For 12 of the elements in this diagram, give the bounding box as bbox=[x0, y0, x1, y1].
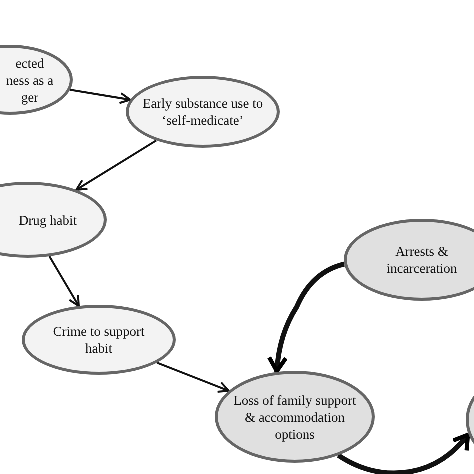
node-label: Early substance use to ‘self-medicate’ bbox=[142, 95, 264, 129]
arrow bbox=[48, 256, 80, 308]
node-label: Loss of family support & accommodation options bbox=[233, 392, 357, 442]
arrow bbox=[70, 89, 132, 104]
thick-arrow bbox=[337, 432, 471, 474]
arrow bbox=[76, 140, 158, 192]
thick-arrow bbox=[268, 262, 346, 374]
node-label: Crime to support habit bbox=[52, 323, 146, 357]
node-label: Drug habit bbox=[18, 212, 78, 228]
arrow bbox=[156, 362, 230, 394]
node-label: ected ness as a ger bbox=[5, 54, 55, 106]
node-label: Arrests & incarceration bbox=[386, 243, 458, 277]
